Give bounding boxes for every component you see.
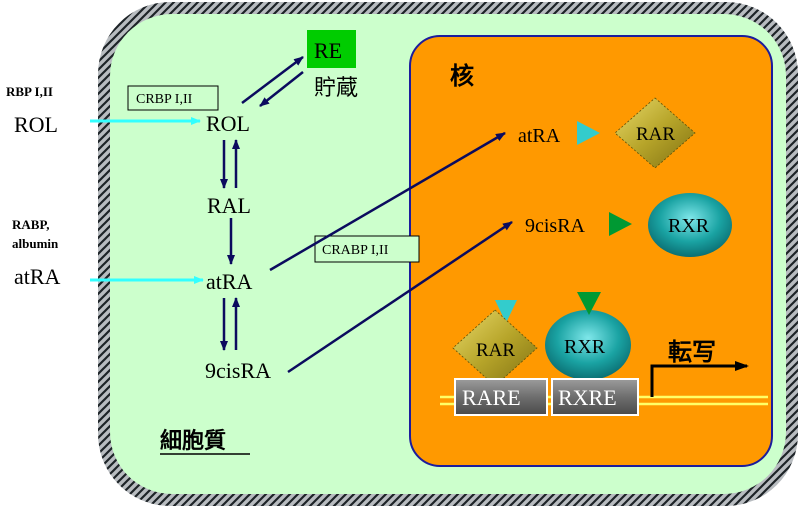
rabp-label: RABP, <box>12 217 49 232</box>
nuc-atra: atRA <box>518 125 561 147</box>
cyto-ral: RAL <box>207 193 251 218</box>
re-label: RE <box>314 38 342 63</box>
cyto-atra: atRA <box>206 269 253 294</box>
nucleus-title: 核 <box>450 62 474 90</box>
atra-nucleus-arrow <box>269 131 506 272</box>
ext-atra-label: atRA <box>14 264 61 289</box>
rbp-label: RBP I,II <box>6 84 53 99</box>
rar-label: RAR <box>636 124 675 145</box>
atra-triangle-icon <box>577 121 600 145</box>
9cisra-nucleus-arrow <box>287 220 513 374</box>
cyto-9cisra: 9cisRA <box>205 358 271 383</box>
rxre-box <box>551 378 639 416</box>
rxr-label: RXR <box>668 215 710 237</box>
bound-9cisra-icon <box>577 292 601 315</box>
ext-rol-label: ROL <box>14 112 58 137</box>
transcription-label: 転写 <box>668 338 716 366</box>
bound-rar-label: RAR <box>476 340 515 361</box>
crbp-label: CRBP I,II <box>136 92 193 107</box>
crbp-box <box>127 85 219 111</box>
rxr-oval-icon <box>648 193 732 257</box>
bound-rxr-label: RXR <box>564 336 606 358</box>
re-box <box>307 30 356 68</box>
transcription-arrow <box>650 361 749 397</box>
9cisra-triangle-icon <box>609 212 632 236</box>
rare-box <box>454 378 548 416</box>
albumin-label: albumin <box>12 236 59 251</box>
rxre-label: RXRE <box>558 385 617 410</box>
nuc-9cisra: 9cisRA <box>525 215 586 237</box>
rare-label: RARE <box>462 385 521 410</box>
bound-atra-icon <box>495 300 517 323</box>
re-to-rol-arrow <box>259 71 304 107</box>
cytoplasm-title: 細胞質 <box>160 428 226 454</box>
crabp-box <box>314 235 420 263</box>
crabp-label: CRABP I,II <box>322 243 389 258</box>
rol-to-re-arrow <box>241 56 304 104</box>
bound-rxr-icon <box>545 310 631 380</box>
cyto-rol: ROL <box>206 111 250 136</box>
storage-label: 貯蔵 <box>314 76 358 101</box>
